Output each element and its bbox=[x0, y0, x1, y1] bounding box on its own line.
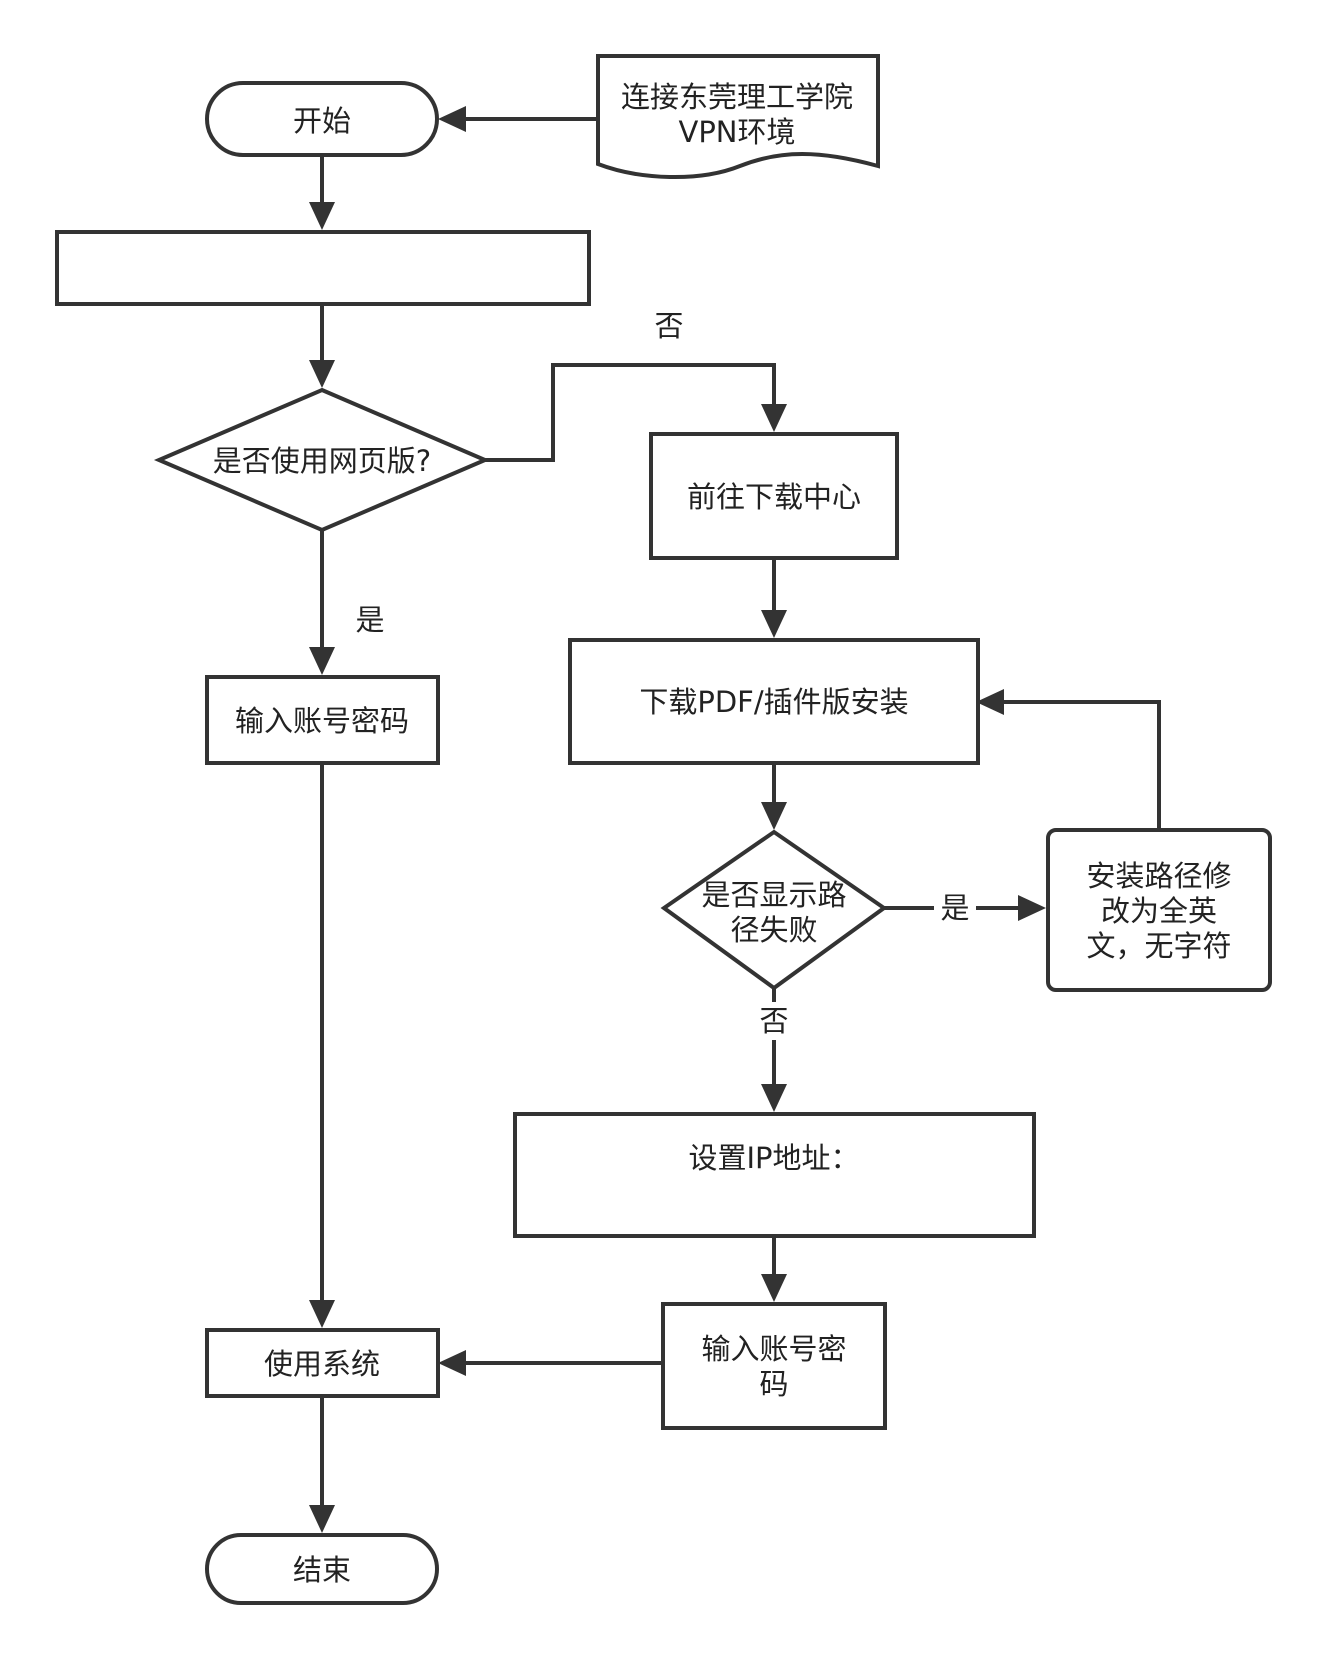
arrowhead bbox=[309, 1300, 335, 1328]
arrowhead bbox=[309, 202, 335, 230]
fix-path-box: 安装路径修 改为全英 文，无字符 bbox=[1046, 828, 1272, 992]
arrowhead bbox=[438, 1350, 466, 1376]
arrowhead bbox=[976, 689, 1004, 715]
start-label: 开始 bbox=[293, 104, 351, 138]
fix-path-label-line2: 改为全英 bbox=[1101, 894, 1217, 928]
use-system-box: 使用系统 bbox=[205, 1328, 440, 1398]
decision-path-failure: 是否显示路 径失败 bbox=[660, 829, 888, 991]
decision-path-label-line1: 是否显示路 bbox=[701, 878, 846, 912]
download-center-box: 前往下载中心 bbox=[649, 432, 899, 560]
edge-label-web-no: 否 bbox=[654, 309, 683, 343]
login-right-label-line1: 输入账号密 bbox=[701, 1332, 846, 1366]
arrowhead bbox=[761, 610, 787, 638]
download-install-box: 下载PDF/插件版安装 bbox=[568, 638, 980, 765]
set-ip-box: 设置IP地址： bbox=[513, 1112, 1036, 1238]
login-left-label: 输入账号密码 bbox=[235, 704, 409, 738]
fix-path-label-line1: 安装路径修 bbox=[1086, 859, 1231, 893]
vpn-document: 连接东莞理工学院 VPN环境 bbox=[596, 54, 880, 180]
arrowhead bbox=[761, 802, 787, 830]
arrowhead bbox=[309, 360, 335, 388]
arrowhead bbox=[309, 647, 335, 675]
decision-web-version: 是否使用网页版? bbox=[153, 387, 491, 533]
arrowhead bbox=[761, 404, 787, 432]
blank-process-step bbox=[55, 230, 591, 306]
arrowhead bbox=[761, 1274, 787, 1302]
connector-web-no bbox=[482, 363, 776, 462]
use-system-label: 使用系统 bbox=[264, 1347, 380, 1381]
login-right-label-line2: 码 bbox=[759, 1367, 788, 1401]
login-left-box: 输入账号密码 bbox=[205, 675, 440, 765]
end-label: 结束 bbox=[293, 1553, 351, 1587]
arrowhead bbox=[761, 1084, 787, 1112]
arrowhead bbox=[309, 1505, 335, 1533]
end-terminator: 结束 bbox=[205, 1533, 439, 1605]
vpn-label-line1: 连接东莞理工学院 bbox=[621, 80, 853, 114]
arrowhead bbox=[438, 106, 466, 132]
set-ip-label: 设置IP地址： bbox=[688, 1141, 859, 1175]
edge-label-path-no: 否 bbox=[759, 1004, 788, 1038]
edge-label-web-yes: 是 bbox=[355, 603, 384, 637]
login-right-box: 输入账号密 码 bbox=[661, 1302, 887, 1430]
vpn-label-line2: VPN环境 bbox=[678, 115, 795, 149]
connector-fix-loop bbox=[1004, 700, 1161, 828]
decision-path-label-line2: 径失败 bbox=[730, 913, 817, 947]
arrowhead bbox=[1018, 895, 1046, 921]
start-terminator: 开始 bbox=[205, 81, 439, 157]
decision-web-label: 是否使用网页版? bbox=[213, 444, 431, 478]
download-center-label: 前往下载中心 bbox=[687, 480, 861, 514]
fix-path-label-line3: 文，无字符 bbox=[1086, 929, 1231, 963]
edge-label-path-yes: 是 bbox=[940, 891, 969, 925]
download-install-label: 下载PDF/插件版安装 bbox=[639, 685, 908, 719]
